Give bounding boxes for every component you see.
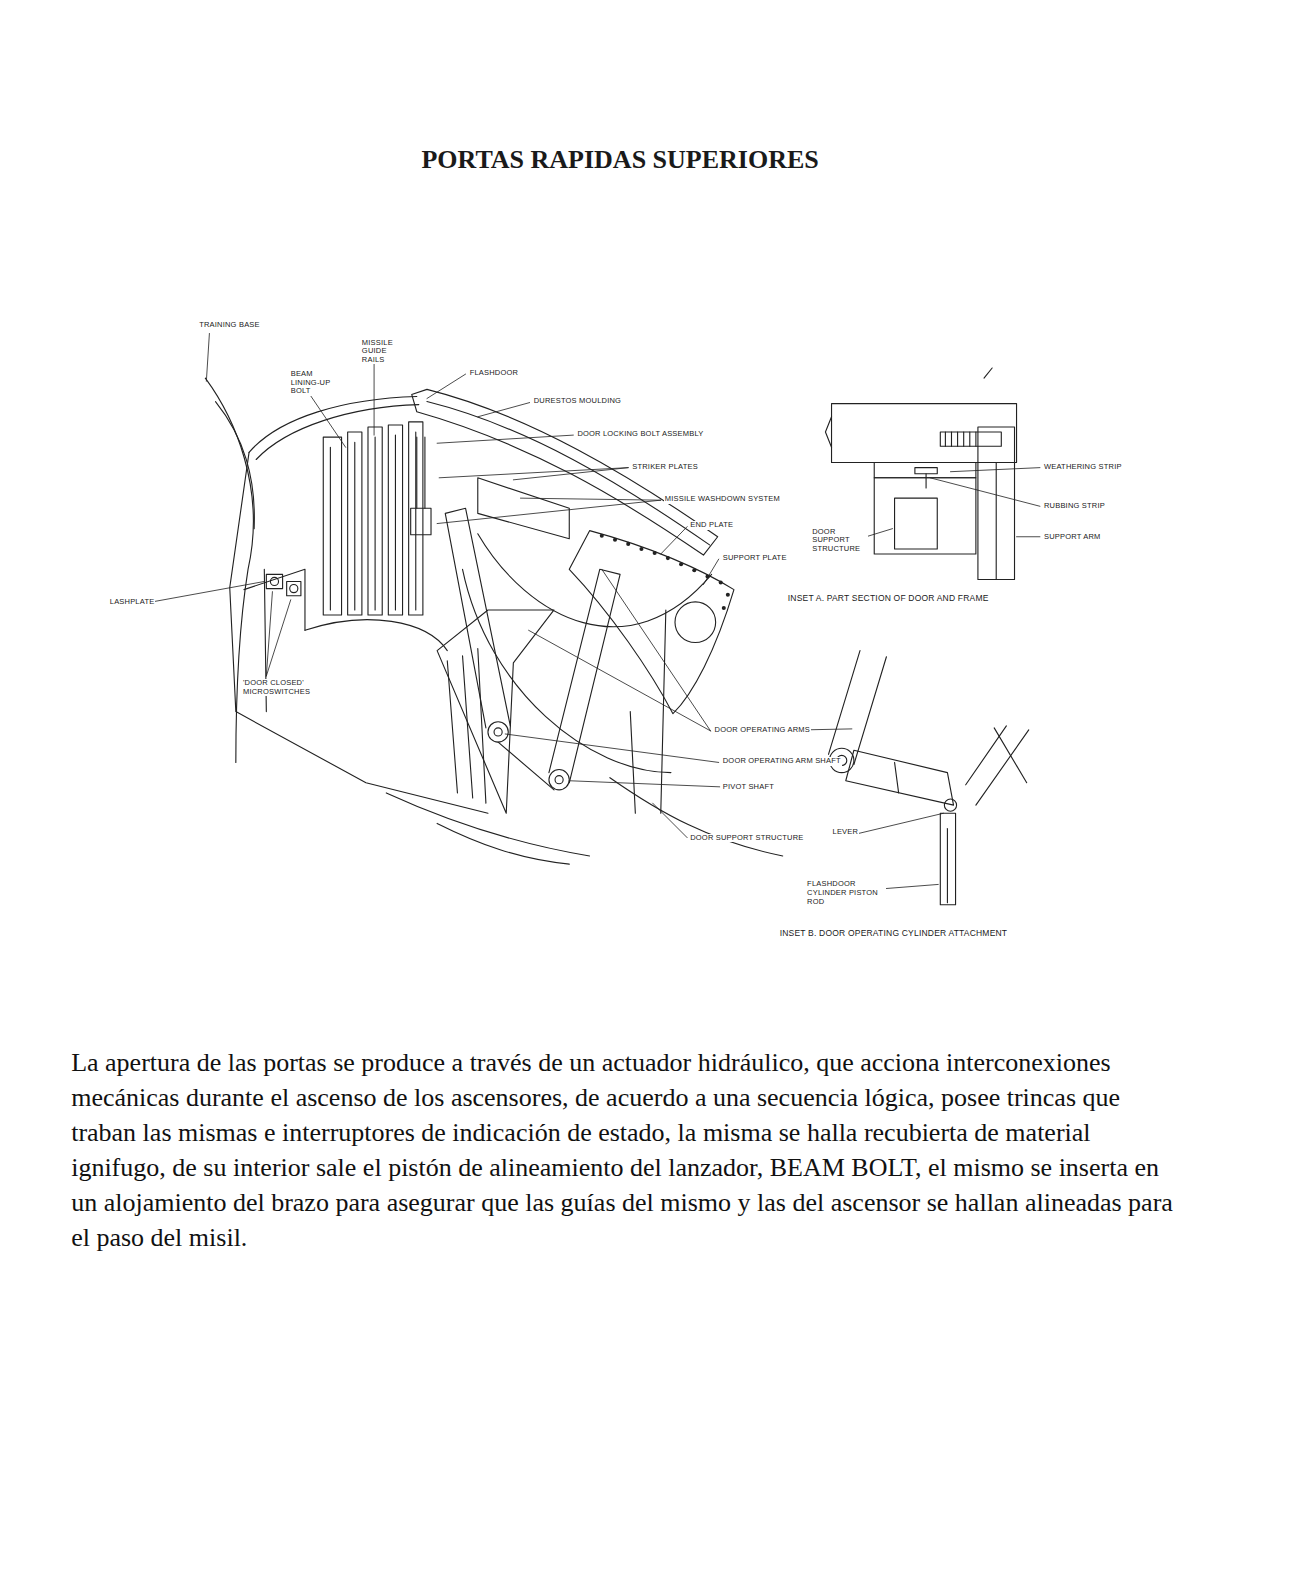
part-label: DOOR OPERATING ARMS: [714, 726, 811, 735]
part-label: MISSILE GUIDE RAILS: [361, 339, 412, 365]
part-label: TRAINING BASE: [198, 321, 261, 330]
part-label: SUPPORT ARM: [1043, 533, 1102, 542]
part-label: RUBBING STRIP: [1043, 502, 1106, 511]
part-label: DURESTOS MOULDING: [533, 397, 622, 406]
inset-caption: INSET B. DOOR OPERATING CYLINDER ATTACHM…: [779, 929, 1009, 939]
page-title: PORTAS RAPIDAS SUPERIORES: [421, 145, 818, 175]
part-label: FLASHDOOR CYLINDER PISTON ROD: [806, 880, 885, 906]
part-label: DOOR LOCKING BOLT ASSEMBLY: [576, 430, 704, 439]
part-label: STRIKER PLATES: [631, 463, 699, 472]
part-label: PIVOT SHAFT: [722, 783, 775, 792]
part-label: WEATHERING STRIP: [1043, 463, 1123, 472]
part-label: DOOR SUPPORT STRUCTURE: [811, 528, 868, 554]
part-label: LEVER: [832, 828, 860, 837]
part-label: SUPPORT PLATE: [722, 554, 788, 563]
inset-caption: INSET A. PART SECTION OF DOOR AND FRAME: [787, 594, 990, 604]
part-label: LASHPLATE: [109, 598, 156, 607]
part-label: BEAM LINING-UP BOLT: [290, 370, 345, 396]
part-label: MISSILE WASHDOWN SYSTEM: [664, 495, 781, 504]
part-label: 'DOOR CLOSED' MICROSWITCHES: [242, 679, 309, 696]
part-label: FLASHDOOR: [469, 369, 519, 378]
body-paragraph: La apertura de las portas se produce a t…: [71, 1045, 1181, 1255]
part-label: DOOR SUPPORT STRUCTURE: [689, 834, 804, 843]
part-label: END PLATE: [689, 521, 734, 530]
part-label: DOOR OPERATING ARM SHAFT: [722, 757, 842, 766]
